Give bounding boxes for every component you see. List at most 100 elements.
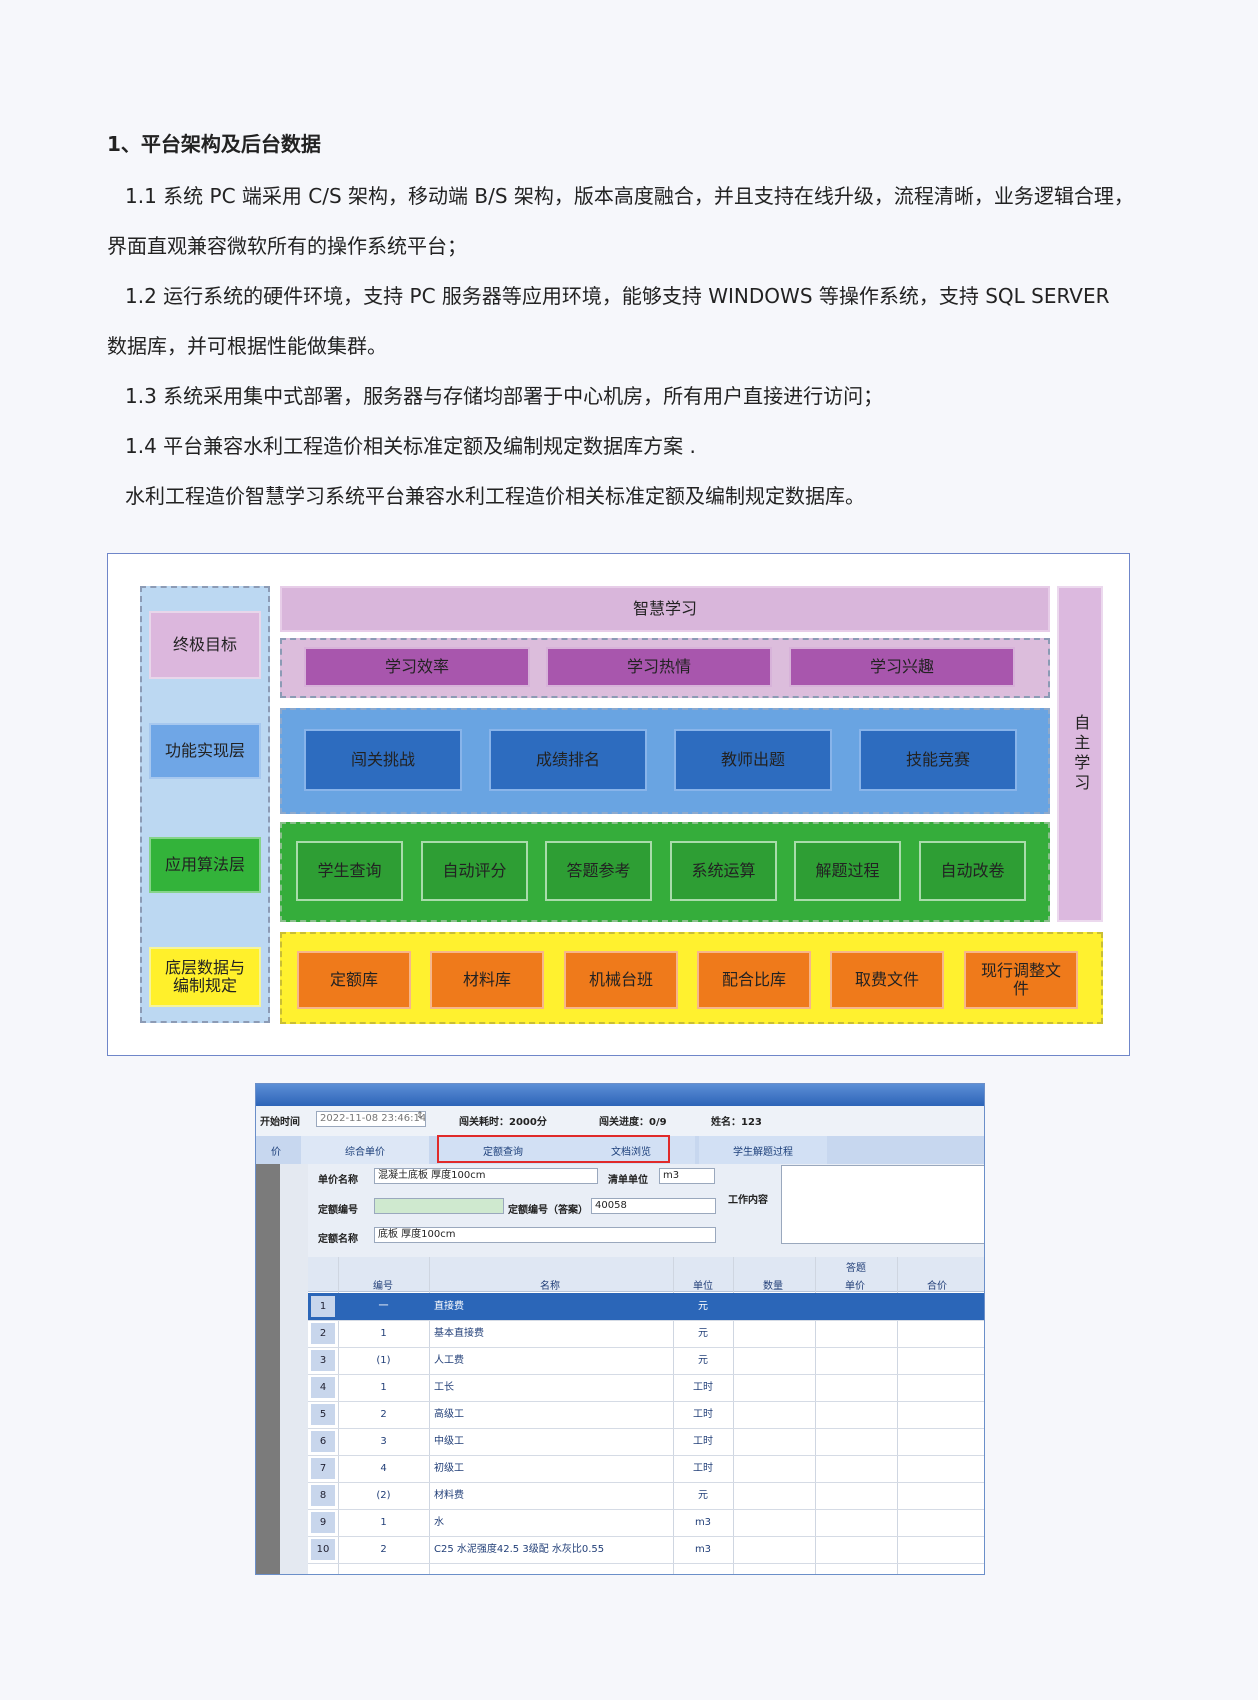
paragraph-1-2: 1.2 运行系统的硬件环境，支持 PC 服务器等应用环境，能够支持 WINDOW… [125,284,1110,308]
goal-interest: 学习兴趣 [789,647,1015,687]
goal-enthusiasm: 学习热情 [546,647,772,687]
algo-answer-reference: 答题参考 [545,841,652,901]
cell-name[interactable]: 工长 [434,1382,454,1393]
cell-unit[interactable]: 工时 [693,1409,713,1420]
paragraph-1-2-cont: 数据库，并可根据性能做集群。 [107,334,387,358]
tab-document-browse[interactable]: 文档浏览 [567,1136,695,1164]
label-function-layer: 功能实现层 [149,723,261,779]
architecture-diagram: 终极目标 功能实现层 应用算法层 底层数据与编制规定 智慧学习 学习效率 学习热… [107,553,1130,1056]
goal-efficiency: 学习效率 [304,647,530,687]
work-content-box[interactable] [781,1165,984,1244]
cell-code[interactable]: 1 [380,1328,387,1339]
cell-name[interactable]: 基本直接费 [434,1328,484,1339]
cell-name[interactable]: 高级工 [434,1409,464,1420]
table-row[interactable]: 5 2 高级工 工时 [308,1401,984,1429]
smart-learning-bar: 智慧学习 [280,586,1050,632]
cell-code[interactable]: 1 [380,1382,387,1393]
grid-header [308,1257,984,1292]
student-name: 姓名：123 [711,1117,762,1128]
row-number: 1 [311,1296,335,1317]
table-row[interactable]: 3(1)人工费元 [308,1347,984,1375]
cell-code[interactable]: 一 [378,1301,389,1312]
row-number: 5 [311,1404,335,1425]
cell-unit[interactable]: m3 [694,1544,712,1555]
cell-code[interactable]: 2 [380,1544,387,1555]
data-quota-library: 定额库 [297,951,411,1009]
spinner-icon[interactable]: ⇕ [416,1111,424,1121]
row-number: 9 [311,1512,335,1533]
col-unit-price[interactable]: 单价 [845,1281,865,1292]
cell-code[interactable]: (2) [376,1490,391,1501]
left-light-panel [280,1164,308,1574]
window-titlebar [256,1084,984,1106]
data-machine-shift: 机械台班 [564,951,678,1009]
cell-name[interactable]: 材料费 [434,1490,464,1501]
cell-name[interactable]: 人工费 [434,1355,464,1366]
start-time-label: 开始时间 [260,1117,300,1128]
table-row[interactable]: 1 一 直接费 元 [308,1293,984,1321]
col-unit[interactable]: 单位 [693,1281,713,1292]
quota-name-label: 定额名称 [318,1234,358,1245]
tab-unit-price[interactable]: 综合单价 [301,1136,429,1164]
function-challenge: 闯关挑战 [304,729,462,791]
cell-code[interactable]: 3 [380,1436,387,1447]
tab-partial[interactable]: 价 [271,1146,281,1158]
col-name[interactable]: 名称 [540,1281,560,1292]
algo-solution-process: 解题过程 [794,841,901,901]
tab-student-process[interactable]: 学生解题过程 [699,1136,827,1164]
algo-auto-grade: 自动改卷 [919,841,1026,901]
cell-unit[interactable]: 元 [698,1490,708,1501]
quota-no-field[interactable] [374,1198,504,1214]
cell-name[interactable]: 直接费 [434,1301,464,1312]
col-total[interactable]: 合价 [927,1281,947,1292]
paragraph-1-1-cont: 界面直观兼容微软所有的操作系统平台； [107,234,467,258]
cell-unit[interactable]: 工时 [693,1436,713,1447]
function-ranking: 成绩排名 [489,729,647,791]
paragraph-summary: 水利工程造价智慧学习系统平台兼容水利工程造价相关标准定额及编制规定数据库。 [125,484,865,508]
cell-name[interactable]: C25 水泥强度42.5 3级配 水灰比0.55 [434,1544,605,1555]
data-fee-files: 取费文件 [830,951,944,1009]
list-unit-label: 清单单位 [608,1175,648,1186]
quota-name-field[interactable]: 底板 厚度100cm [374,1227,716,1243]
quota-no-answer-field[interactable]: 40058 [591,1198,716,1214]
col-code[interactable]: 编号 [373,1281,393,1292]
cell-code[interactable]: (1) [376,1355,391,1366]
answer-header: 答题 [846,1263,866,1274]
table-row[interactable]: 9 1 水 m3 [308,1509,984,1537]
quota-no-answer-label: 定额编号（答案） [508,1205,588,1216]
paragraph-1-3: 1.3 系统采用集中式部署，服务器与存储均部署于中心机房，所有用户直接进行访问； [125,384,884,408]
cell-name[interactable]: 水 [434,1517,444,1528]
table-row[interactable]: 6 3 中级工 工时 [308,1428,984,1456]
cell-unit[interactable]: 元 [698,1301,708,1312]
unit-name-field[interactable]: 混凝土底板 厚度100cm [374,1168,598,1184]
table-row[interactable]: 8 (2) 材料费 元 [308,1482,984,1510]
data-adjustment-files: 现行调整文件 [964,951,1078,1009]
cell-name[interactable]: 中级工 [434,1436,464,1447]
label-algorithm-layer: 应用算法层 [149,837,261,893]
row-number: 7 [311,1458,335,1479]
cell-code[interactable]: 1 [380,1517,387,1528]
list-unit-field[interactable]: m3 [659,1168,715,1184]
left-gray-panel [256,1164,280,1574]
cell-unit[interactable]: 元 [698,1355,708,1366]
row-number: 6 [311,1431,335,1452]
cell-unit[interactable]: 工时 [693,1382,713,1393]
paragraph-1-1: 1.1 系统 PC 端采用 C/S 架构，移动端 B/S 架构，版本高度融合，并… [125,184,1134,208]
cell-name[interactable]: 初级工 [434,1463,464,1474]
cell-code[interactable]: 4 [380,1463,387,1474]
cell-code[interactable]: 2 [380,1409,387,1420]
cell-unit[interactable]: m3 [694,1517,712,1528]
start-time-field[interactable]: 2022-11-08 23:46:14 [316,1111,426,1127]
label-base-data: 底层数据与编制规定 [149,947,261,1007]
cell-unit[interactable]: 元 [698,1328,708,1339]
data-material-library: 材料库 [430,951,544,1009]
cell-unit[interactable]: 工时 [693,1463,713,1474]
col-quantity[interactable]: 数量 [763,1281,783,1292]
tab-quota-query[interactable]: 定额查询 [439,1136,567,1164]
algo-student-query: 学生查询 [296,841,403,901]
row-number: 8 [311,1485,335,1506]
table-row[interactable]: 7 4 初级工 工时 [308,1455,984,1483]
